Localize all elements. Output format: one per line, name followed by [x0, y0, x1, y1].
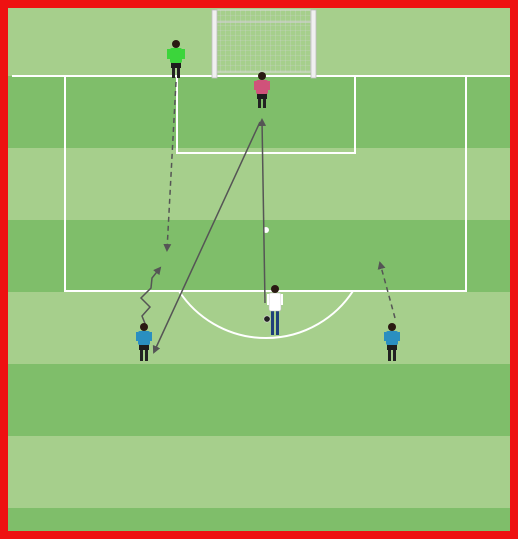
player-arm: [136, 332, 138, 341]
player-arm: [150, 332, 152, 341]
player-arm: [254, 81, 256, 90]
grass-stripe: [8, 292, 510, 364]
player-head: [271, 285, 279, 293]
goal-frame-left-post: [212, 10, 217, 78]
goal: [212, 10, 316, 78]
player-shirt: [386, 331, 398, 345]
player-arm: [267, 294, 269, 305]
player-head: [172, 40, 180, 48]
player-shirt: [170, 48, 182, 63]
goal-net: [216, 10, 313, 72]
player-legs: [276, 309, 279, 335]
grass-stripe: [8, 508, 510, 531]
player-shirt: [269, 293, 281, 311]
grass-stripe: [8, 220, 510, 292]
player-shirt: [138, 331, 150, 345]
player-arm: [384, 332, 386, 341]
player-legs: [271, 309, 274, 335]
player-shirt: [256, 80, 268, 94]
player-arm: [281, 294, 283, 305]
player-head: [388, 323, 396, 331]
player-arm: [167, 49, 170, 59]
player-head: [258, 72, 266, 80]
player-arm: [182, 49, 185, 59]
ball: [264, 316, 270, 322]
grass-stripe: [8, 148, 510, 220]
player-head: [140, 323, 148, 331]
player-arm: [398, 332, 400, 341]
grass-stripe: [8, 436, 510, 508]
grass-stripe: [8, 364, 510, 436]
player-arm: [268, 81, 270, 90]
goal-frame-right-post: [311, 10, 316, 78]
